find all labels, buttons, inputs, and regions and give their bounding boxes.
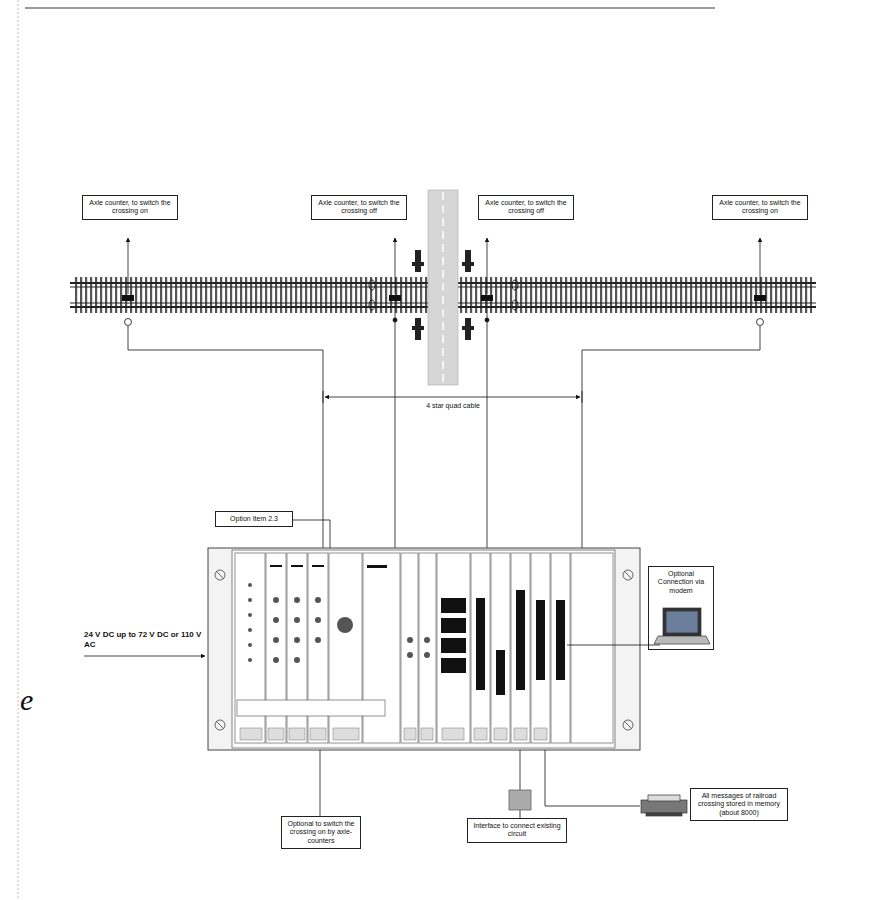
- option-box: Option Item 2.3: [215, 511, 293, 527]
- node-text: Option Item 2.3: [219, 515, 289, 523]
- axle-counter-callout: Axle counter, to switch the crossing on: [712, 195, 808, 220]
- node-text: Optional to switch the crossing on by ax…: [285, 820, 357, 845]
- node-text: Optional Connection via modem: [652, 570, 710, 595]
- node-text: Axle counter, to switch the crossing off: [315, 199, 403, 216]
- slide-fragment: e: [20, 682, 50, 718]
- node-text: All messages of railroad crossing stored…: [694, 792, 784, 817]
- power-label: 24 V DC up to 72 V DC or 110 V AC: [84, 630, 204, 649]
- axle-counter-callout: Axle counter, to switch the crossing off: [478, 195, 574, 220]
- node-text: Axle counter, to switch the crossing on: [86, 199, 174, 216]
- modem-box: Optional Connection via modem: [648, 566, 714, 650]
- node-text: Interface to connect existing circuit: [471, 822, 563, 839]
- axle-counter-callout: Axle counter, to switch the crossing off: [311, 195, 407, 220]
- note-box: Interface to connect existing circuit: [467, 818, 567, 843]
- note-box: All messages of railroad crossing stored…: [690, 788, 788, 821]
- node-text: Axle counter, to switch the crossing off: [482, 199, 570, 216]
- note-box: Optional to switch the crossing on by ax…: [281, 816, 361, 849]
- cable-label: 4 star quad cable: [388, 402, 518, 410]
- node-text: Axle counter, to switch the crossing on: [716, 199, 804, 216]
- axle-counter-callout: Axle counter, to switch the crossing on: [82, 195, 178, 220]
